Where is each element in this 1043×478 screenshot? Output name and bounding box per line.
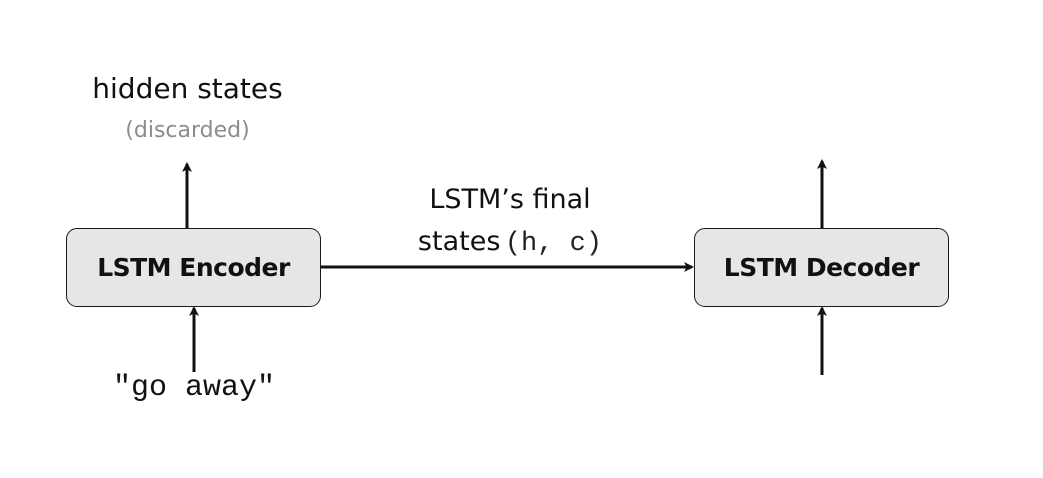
- discarded-note: (discarded): [125, 118, 250, 143]
- lstm-encoder-box: LSTM Encoder: [66, 228, 321, 307]
- hidden-states-label: hidden states: [92, 72, 283, 105]
- final-states-word: states: [417, 226, 501, 257]
- lstm-decoder-label: LSTM Decoder: [723, 253, 920, 282]
- final-states-code: (h, c): [504, 229, 603, 259]
- lstm-decoder-box: LSTM Decoder: [694, 228, 949, 307]
- final-states-label-line1: LSTM’s final: [429, 184, 591, 215]
- lstm-encoder-label: LSTM Encoder: [97, 253, 290, 282]
- encoder-input-text: "go away": [112, 371, 276, 405]
- final-states-label-line2: states (h, c): [385, 226, 635, 259]
